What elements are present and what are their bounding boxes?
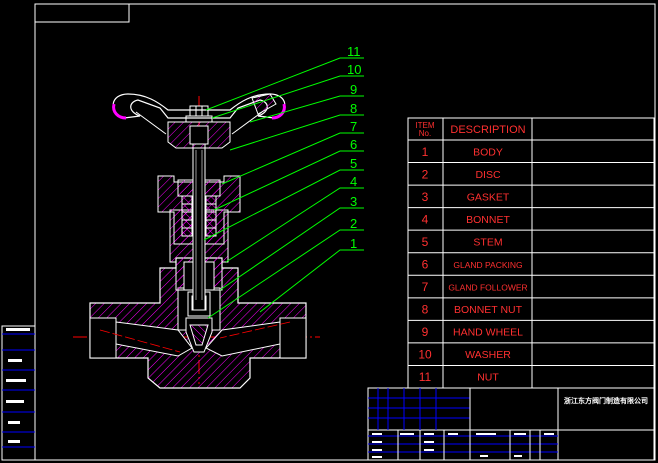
callout-7: 7	[350, 119, 357, 134]
callout-3: 3	[350, 194, 357, 209]
valve-section	[73, 93, 320, 389]
table-row-description: BONNET NUT	[454, 304, 523, 316]
header-item-line2: No.	[419, 129, 431, 138]
table-row-number: 7	[422, 280, 429, 294]
table-row-number: 3	[422, 190, 429, 204]
table-row-number: 11	[419, 370, 432, 384]
side-strip	[1, 325, 36, 461]
table-row-number: 4	[422, 212, 429, 226]
table-row-description: BODY	[473, 146, 503, 158]
gland-packing	[181, 195, 193, 237]
table-row-number: 10	[418, 348, 432, 362]
nut	[189, 105, 209, 117]
table-row-description: HAND WHEEL	[453, 327, 523, 339]
table-row-number: 6	[422, 258, 429, 272]
callout-2: 2	[350, 216, 357, 231]
table-row-description: GLAND PACKING	[453, 260, 522, 270]
callout-6: 6	[350, 137, 357, 152]
callout-10: 10	[347, 62, 361, 77]
header-item-line1: ITEM	[415, 121, 434, 130]
table-row-description: GLAND FOLLOWER	[448, 283, 527, 293]
table-row-number: 2	[422, 167, 429, 181]
title-block: 浙江东方阀门制造有限公司	[367, 387, 655, 461]
callout-8: 8	[350, 101, 357, 116]
company-name: 浙江东方阀门制造有限公司	[564, 396, 648, 405]
callout-labels: 11 10 9 8 7 6 5 4 3 2 1	[347, 44, 361, 251]
table-row-description: GASKET	[467, 191, 510, 203]
table-row-description: BONNET	[466, 214, 510, 226]
hand-wheel-rim	[112, 93, 286, 119]
header-description: DESCRIPTION	[450, 124, 525, 136]
callout-11: 11	[347, 44, 361, 59]
table-row-number: 8	[422, 303, 429, 317]
table-row-number: 5	[422, 235, 429, 249]
callout-1: 1	[350, 236, 357, 251]
table-row-description: STEM	[473, 236, 502, 248]
washer	[185, 115, 213, 123]
frame-tag-box	[34, 3, 130, 23]
callout-5: 5	[350, 156, 357, 171]
table-row-description: DISC	[475, 169, 501, 181]
table-row-number: 9	[422, 325, 429, 339]
callout-4: 4	[350, 174, 357, 189]
stem	[192, 139, 206, 311]
callout-9: 9	[350, 82, 357, 97]
table-row-description: WASHER	[465, 349, 511, 361]
callout-leaders	[203, 57, 364, 319]
drawing-frame	[34, 3, 656, 461]
table-row-number: 1	[422, 145, 429, 159]
table-row-description: NUT	[477, 372, 499, 384]
